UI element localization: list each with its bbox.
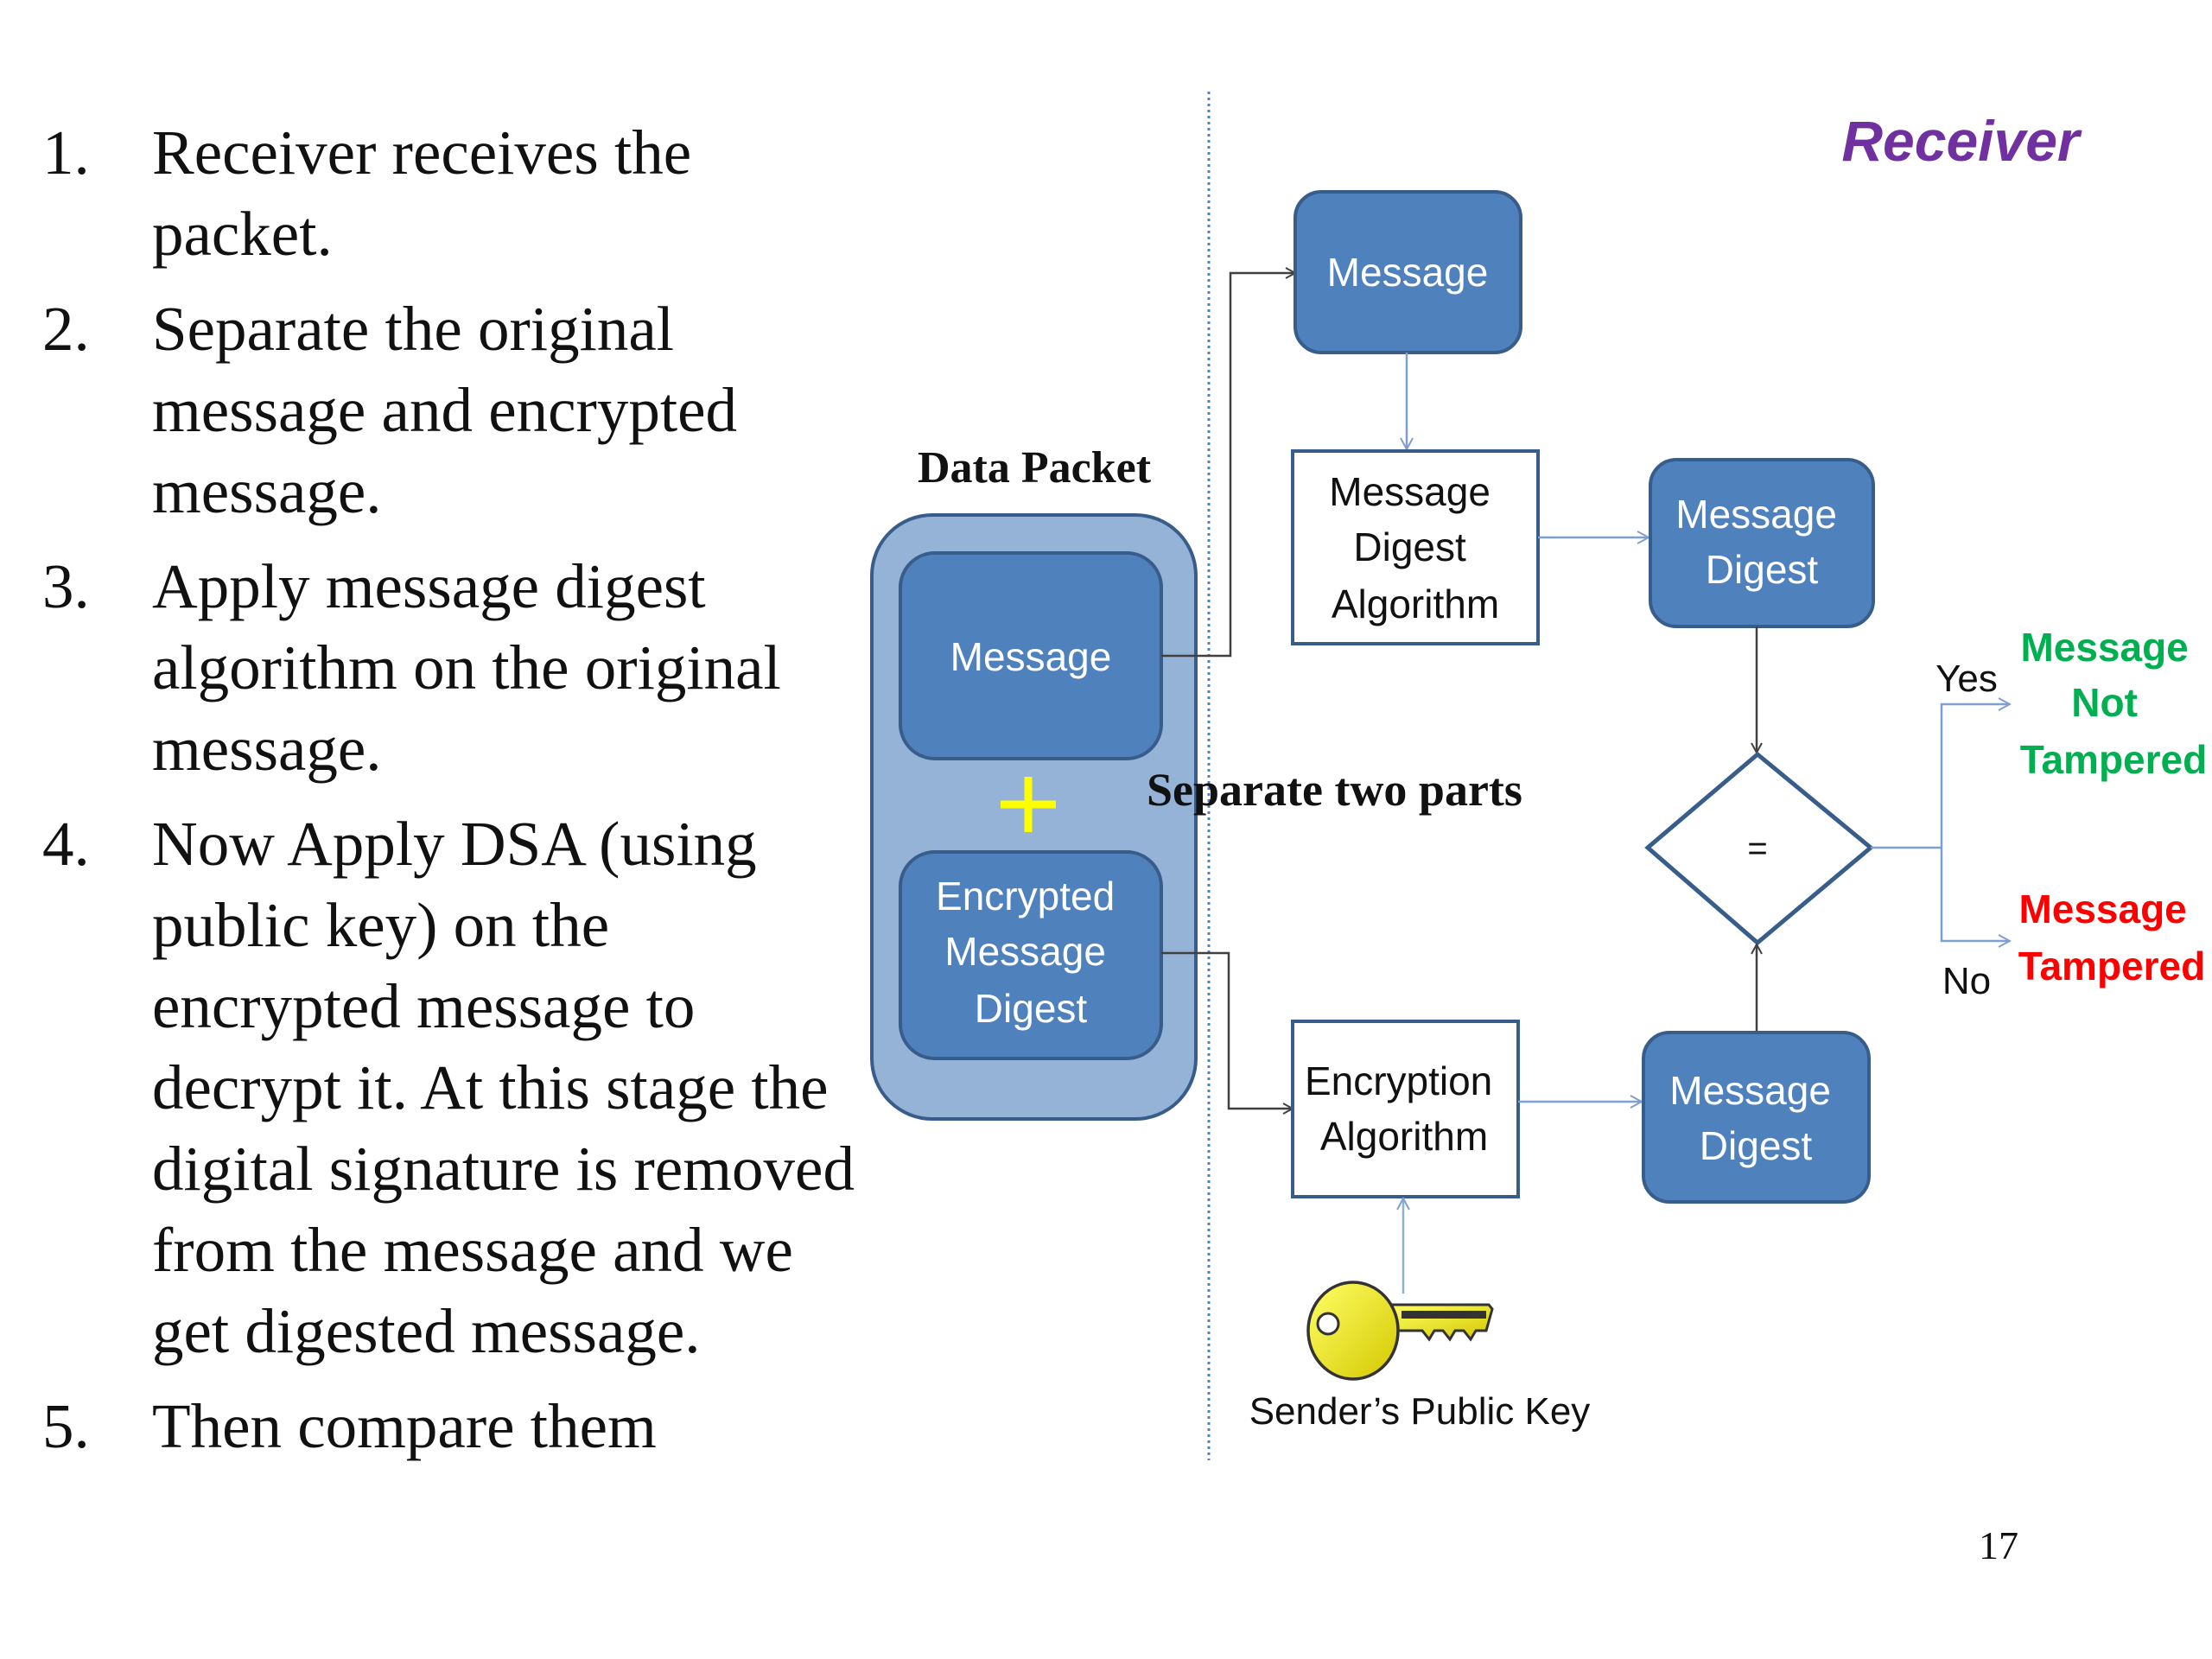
message-digest-bottom-line: Digest (1700, 1123, 1813, 1168)
encryption-algorithm-box (1291, 1020, 1520, 1198)
key-label: Sender’s Public Key (1249, 1390, 1591, 1433)
packet-encrypted-box (899, 850, 1163, 1060)
page-number: 17 (1979, 1523, 2018, 1567)
step-item: 5. Then compare them (0, 1386, 855, 1467)
yes-label: Yes (1936, 658, 1998, 700)
tampered-line: Message (2018, 887, 2186, 931)
step-item: 1. Receiver receives the packet. (0, 112, 855, 275)
step-number: 1. (42, 118, 90, 188)
message-digest-top-label: Message Digest (1675, 492, 1847, 592)
plus-icon (1001, 777, 1056, 832)
not-tampered-line: Not (2071, 680, 2138, 725)
connector-no-branch (1940, 848, 2010, 941)
connector-packet-to-message (1161, 273, 1295, 658)
message-box (1294, 190, 1522, 354)
data-packet-label: Data Packet (918, 443, 1152, 493)
packet-encrypted-line: Message (944, 929, 1106, 974)
step-item: 2. Separate the original message and encr… (0, 289, 855, 532)
encryption-algorithm-line: Algorithm (1320, 1114, 1488, 1159)
md-algorithm-line: Message (1329, 469, 1491, 514)
packet-message-label: Message (950, 634, 1112, 679)
not-tampered-line: Message (2020, 625, 2188, 670)
separate-parts-label: Separate two parts (1147, 764, 1522, 816)
step-text: Separate the original message and encryp… (152, 294, 737, 526)
step-item: 4. Now Apply DSA (using public key) on th… (0, 804, 855, 1372)
message-digest-top-line: Digest (1706, 547, 1819, 592)
compare-symbol: = (1747, 830, 1767, 868)
step-number: 2. (42, 294, 90, 364)
packet-encrypted-line: Encrypted (936, 874, 1115, 918)
step-number: 3. (42, 551, 90, 621)
packet-encrypted-line: Digest (975, 986, 1088, 1031)
md-algorithm-line: Digest (1353, 524, 1466, 569)
message-digest-bottom-box (1642, 1031, 1871, 1204)
tampered-line: Tampered (2018, 944, 2205, 988)
message-digest-bottom-line: Message (1669, 1068, 1831, 1113)
message-box-label: Message (1327, 250, 1489, 295)
md-algorithm-line: Algorithm (1332, 582, 1499, 626)
step-number: 4. (42, 809, 90, 879)
step-text: Now Apply DSA (using public key) on the … (152, 809, 855, 1366)
message-digest-top-box (1649, 458, 1875, 628)
md-algorithm-box (1291, 449, 1540, 645)
message-digest-bottom-label: Message Digest (1669, 1068, 1841, 1168)
message-digest-top-line: Message (1675, 492, 1837, 537)
step-number: 5. (42, 1391, 90, 1461)
steps-list: 1. Receiver receives the packet. 2. Separa… (0, 112, 855, 1481)
step-text: Apply message digest algorithm on the or… (152, 551, 781, 784)
no-label: No (1942, 960, 1991, 1002)
diagram-title: Receiver (1841, 109, 2082, 173)
tampered-label: Message Tampered (2018, 887, 2205, 988)
step-text: Receiver receives the packet. (152, 118, 692, 269)
not-tampered-label: Message Not Tampered (2020, 625, 2207, 782)
connector-yes-branch (1940, 704, 2010, 848)
step-text: Then compare them (152, 1391, 657, 1461)
not-tampered-line: Tampered (2020, 737, 2207, 782)
md-algorithm-label: Message Digest Algorithm (1329, 469, 1501, 626)
step-item: 3. Apply message digest algorithm on the … (0, 546, 855, 790)
connector-encrypted-to-algorithm (1161, 951, 1293, 1109)
encryption-algorithm-line: Encryption (1305, 1058, 1492, 1103)
packet-encrypted-label: Encrypted Message Digest (936, 874, 1126, 1031)
key-icon (1306, 1281, 1494, 1381)
encryption-algorithm-label: Encryption Algorithm (1305, 1058, 1503, 1159)
